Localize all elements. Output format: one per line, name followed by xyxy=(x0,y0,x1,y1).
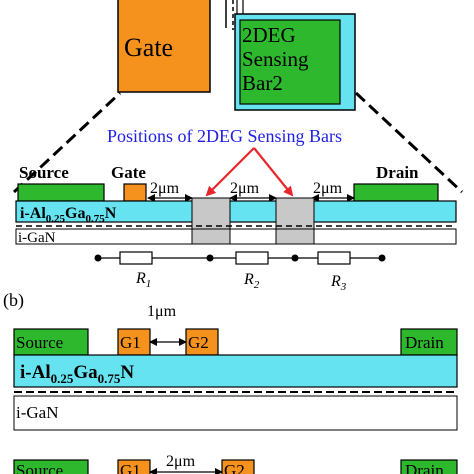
spacing-label-c: 2μm xyxy=(166,453,196,470)
zoom-line-right xyxy=(354,91,464,194)
sensing-bar-slot-1 xyxy=(191,197,231,245)
position-arrow-1 xyxy=(205,147,255,197)
algan-label-a: i-Al0.25Ga0.75N xyxy=(20,205,117,225)
source-contact-a xyxy=(17,183,105,202)
zoom-view: Gate 2DEG Sensing Bar2 xyxy=(12,0,464,194)
cross-section-a: Source Gate Drain 2μm 2μm 2μm i-Al0.25Ga… xyxy=(15,163,457,293)
panel-label-b: (b) xyxy=(3,290,24,311)
g2-contact-c xyxy=(221,459,255,474)
spacing-label-a1: 2μm xyxy=(150,180,180,197)
drain-label-a: Drain xyxy=(376,163,419,182)
node-3 xyxy=(291,254,299,262)
gan-label-a: i-GaN xyxy=(18,230,56,246)
node-4 xyxy=(378,254,386,262)
drain-contact-c xyxy=(400,459,458,474)
resistor-r1-label: R1 xyxy=(135,270,151,290)
g2-label-b: G2 xyxy=(188,333,209,352)
g1-label-b: G1 xyxy=(120,333,141,352)
gate-contact-a xyxy=(123,183,147,202)
resistor-r3 xyxy=(317,251,351,265)
gate-pad-top xyxy=(117,0,211,93)
g2-label-c: G2 xyxy=(224,461,245,474)
cross-section-c: 2μm Source G1 G2 Drain xyxy=(13,453,458,474)
sensing-bar2-inner xyxy=(239,19,341,105)
algan-layer-a xyxy=(15,200,457,223)
gan-layer-a xyxy=(15,228,457,245)
algan-layer-b xyxy=(13,354,458,388)
drain-contact-a xyxy=(353,183,439,202)
source-label-b: Source xyxy=(16,333,63,352)
positions-label: Positions of 2DEG Sensing Bars xyxy=(107,126,342,146)
sensing-bar2-label-2: Sensing xyxy=(242,47,309,71)
spacing-label-b: 1μm xyxy=(147,303,177,320)
drain-label-b: Drain xyxy=(405,333,444,352)
drain-label-c: Drain xyxy=(405,461,444,474)
gate-pad-top-label: Gate xyxy=(124,33,173,62)
gan-label-b: i-GaN xyxy=(16,403,58,422)
node-1 xyxy=(94,254,102,262)
position-arrow-2 xyxy=(253,147,294,197)
algan-label-b: i-Al0.25Ga0.75N xyxy=(20,362,134,386)
source-contact-c xyxy=(13,459,89,474)
spacing-label-a2: 2μm xyxy=(230,180,260,197)
resistor-r3-label: R3 xyxy=(330,273,347,293)
g1-label-c: G1 xyxy=(120,461,141,474)
gan-layer-b xyxy=(13,395,458,431)
cross-section-b: (b) 1μm Source G1 G2 Drain i-Al0.25Ga0.7… xyxy=(3,290,458,431)
source-label-c: Source xyxy=(16,461,63,474)
source-contact-b xyxy=(13,328,89,356)
sensing-bar2-label-1: 2DEG xyxy=(242,23,296,47)
resistor-r1 xyxy=(119,251,153,265)
source-label-a: Source xyxy=(19,163,69,182)
gate-label-a: Gate xyxy=(111,163,146,182)
sensing-bar2-label-3: Bar2 xyxy=(242,71,283,95)
zoom-line-left xyxy=(12,91,122,194)
spacing-label-a3: 2μm xyxy=(313,180,343,197)
node-2 xyxy=(206,254,214,262)
resistor-r2-label: R2 xyxy=(243,271,260,291)
g1-contact-c xyxy=(117,459,151,474)
resistor-r2 xyxy=(235,251,269,265)
sensing-bar-slot-2 xyxy=(275,197,315,245)
